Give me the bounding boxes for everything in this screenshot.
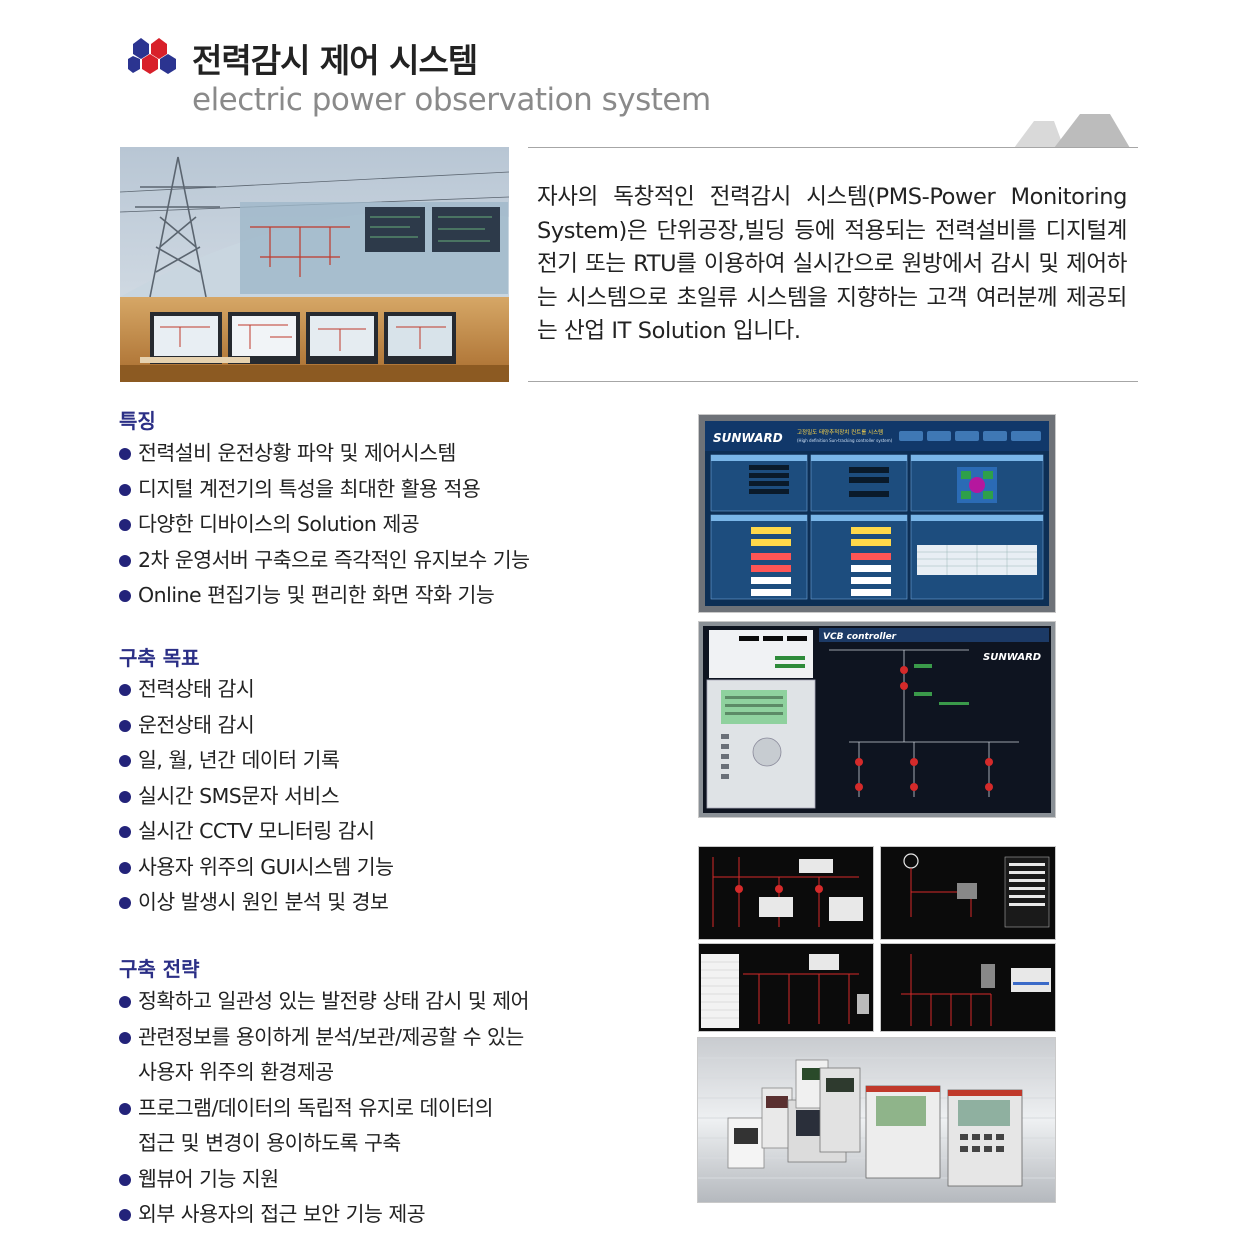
- company-logo-icon: [128, 38, 176, 74]
- header-decoration: [1014, 114, 1130, 148]
- strategy-list: 정확하고 일관성 있는 발전량 상태 감시 및 제어 관련정보를 용이하게 분석…: [119, 984, 529, 1233]
- page-subtitle: electric power observation system: [192, 82, 711, 118]
- list-item: 사용자 위주의 GUI시스템 기능: [119, 850, 394, 886]
- bullet-icon: [119, 996, 131, 1008]
- bullet-icon: [119, 826, 131, 838]
- monitor-title: 고정밀도 태양추적장치 컨트롤 시스템: [797, 428, 883, 436]
- bullet-icon: [119, 719, 131, 732]
- relay-devices-photo: [697, 1037, 1056, 1203]
- intro-divider: [528, 381, 1138, 382]
- single-line-diagram-screenshot-2: [880, 846, 1056, 940]
- list-item: 운전상태 감시: [119, 708, 393, 744]
- monitoring-dashboard-screenshot: SUNWARD 고정밀도 태양추적장치 컨트롤 시스템 (High defini…: [698, 414, 1056, 613]
- list-item: 실시간 CCTV 모니터링 감시: [119, 814, 393, 850]
- single-line-diagram-screenshot-4: [880, 943, 1056, 1032]
- list-item: 전력상태 감시: [119, 672, 393, 708]
- page-title: 전력감시 제어 시스템: [192, 41, 478, 80]
- bullet-icon: [119, 1031, 131, 1044]
- intro-paragraph: 자사의 독창적인 전력감시 시스템(PMS-Power Monitoring S…: [537, 184, 1127, 344]
- bullet-icon: [119, 519, 131, 531]
- header-divider: [528, 147, 1138, 148]
- section-title-features: 특징: [119, 409, 156, 433]
- list-item: Online 편집기능 및 편리한 화면 작화 기능: [119, 578, 529, 614]
- single-line-diagram-screenshot-1: [698, 846, 874, 940]
- bullet-icon: [119, 1209, 131, 1221]
- bullet-icon: [119, 554, 131, 567]
- bullet-icon: [119, 897, 131, 909]
- vcb-title: VCB controller: [823, 632, 897, 642]
- features-list: 전력설비 운전상황 파악 및 제어시스템 디지털 계전기의 특성을 최대한 활용…: [119, 436, 530, 614]
- bullet-icon: [119, 1102, 131, 1115]
- list-item: 다양한 디바이스의 Solution 제공: [119, 507, 529, 543]
- list-item: 이상 발생시 원인 분석 및 경보: [119, 885, 393, 921]
- bullet-icon: [119, 861, 131, 874]
- vcb-controller-screenshot: VCB controller SUNWARD: [698, 621, 1056, 818]
- bullet-icon: [119, 755, 131, 767]
- list-item: 웹뷰어 기능 지원: [119, 1162, 529, 1198]
- single-line-diagram-screenshot-3: [698, 943, 874, 1032]
- list-item: 전력설비 운전상황 파악 및 제어시스템: [119, 436, 529, 472]
- list-item: 실시간 SMS문자 서비스: [119, 779, 393, 815]
- list-item: 외부 사용자의 접근 보안 기능 제공: [119, 1197, 529, 1233]
- bullet-icon: [119, 483, 131, 496]
- section-title-goals: 구축 목표: [119, 646, 200, 670]
- section-title-strategy: 구축 전략: [119, 957, 200, 981]
- bullet-icon: [119, 590, 131, 602]
- control-room-photo: [120, 147, 509, 382]
- bullet-icon: [119, 448, 131, 460]
- list-item: 일, 월, 년간 데이터 기록: [119, 743, 393, 779]
- goals-list: 전력상태 감시 운전상태 감시 일, 월, 년간 데이터 기록 실시간 SMS문…: [119, 672, 394, 921]
- bullet-icon: [119, 684, 131, 696]
- bullet-icon: [119, 790, 131, 803]
- list-item: 2차 운영서버 구축으로 즉각적인 유지보수 기능: [119, 543, 530, 579]
- monitor-subtitle: (High definition Sun-tracking controller…: [797, 438, 893, 443]
- list-item: 디지털 계전기의 특성을 최대한 활용 적용: [119, 472, 529, 508]
- list-item: 정확하고 일관성 있는 발전량 상태 감시 및 제어: [119, 984, 529, 1020]
- bullet-icon: [119, 1173, 131, 1186]
- brand-logo: SUNWARD: [713, 431, 783, 445]
- brand-logo-2: SUNWARD: [983, 652, 1041, 663]
